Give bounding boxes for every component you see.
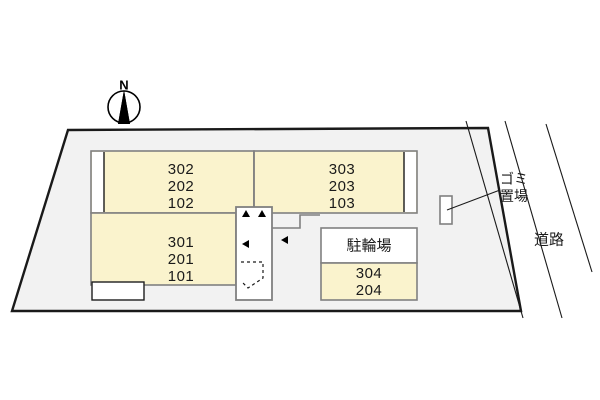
- unit-label-303: 303: [329, 161, 356, 178]
- garbage-leader-line: [446, 189, 501, 211]
- balcony-west-upper-left: [92, 152, 104, 212]
- stair-entry-arrow-icon: [242, 240, 249, 248]
- corridor-notch-outline: [272, 214, 320, 229]
- corridor-entry-arrow-icon: [281, 236, 288, 244]
- unit-label-201: 201: [168, 251, 195, 268]
- stairwell-shaft[interactable]: [235, 206, 273, 301]
- road-line-outer: [545, 123, 593, 273]
- garbage-area-label-line1: ゴミ: [500, 171, 528, 188]
- unit-block-303-203-103[interactable]: [253, 150, 418, 214]
- north-arrow-icon: [118, 90, 130, 124]
- garbage-area-group: ゴミ 置場: [439, 171, 528, 225]
- unit-label-101: 101: [168, 268, 195, 285]
- unit-label-203: 203: [329, 178, 356, 195]
- stair-up-arrow-right-icon: [258, 210, 266, 217]
- unit-block-304-204[interactable]: [320, 262, 418, 301]
- building-complex: 302 202 102 303 203 103 301 201 101: [90, 150, 418, 301]
- unit-label-304: 304: [356, 265, 383, 282]
- road-label: 道路: [534, 231, 564, 249]
- utility-box-lower-left: [91, 281, 145, 301]
- road-line-inner: [465, 120, 524, 319]
- road-area: 道路: [465, 120, 593, 319]
- garbage-area-marker[interactable]: [439, 195, 453, 225]
- unit-label-102: 102: [168, 195, 195, 212]
- bicycle-parking-label: 駐輪場: [346, 237, 391, 255]
- compass-north-label: N: [119, 77, 128, 92]
- balcony-east-upper-right: [404, 152, 416, 212]
- unit-label-204: 204: [356, 282, 383, 299]
- garbage-area-label-line2: 置場: [500, 189, 528, 205]
- unit-block-301-201-101[interactable]: [90, 212, 237, 286]
- stair-run-dashed-outline: [240, 261, 264, 289]
- unit-label-202: 202: [168, 178, 195, 195]
- unit-label-302: 302: [168, 161, 195, 178]
- unit-label-301: 301: [168, 234, 195, 251]
- bicycle-parking-area[interactable]: [320, 227, 418, 264]
- unit-label-103: 103: [329, 195, 356, 212]
- utility-box-outline: [91, 281, 145, 301]
- compass-rose: N: [107, 77, 141, 124]
- road-line-middle: [504, 120, 563, 319]
- stair-up-arrow-left-icon: [242, 210, 250, 217]
